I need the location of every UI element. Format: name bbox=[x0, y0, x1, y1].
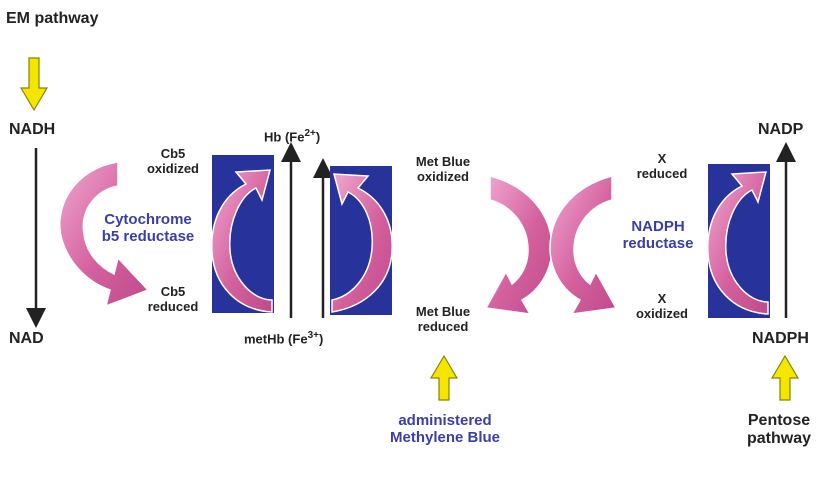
nad-label: NAD bbox=[9, 330, 44, 347]
pentose-line1: Pentose bbox=[747, 412, 811, 429]
cb5-reduced-label: Cb5 reduced bbox=[138, 284, 208, 315]
x-oxidized-label: X oxidized bbox=[622, 291, 702, 322]
x-reduced-line2: reduced bbox=[636, 165, 688, 181]
em-pathway-label: EM pathway bbox=[6, 10, 99, 27]
x-reduced-line1: X bbox=[657, 151, 667, 166]
cb5-oxidized-label: Cb5 oxidized bbox=[138, 146, 208, 177]
x-reduced-to-oxidized-arrow bbox=[549, 175, 618, 315]
cb5-box-arrow bbox=[211, 169, 273, 313]
cytochrome-line1: Cytochrome bbox=[104, 211, 192, 228]
methylene-blue-arrow bbox=[429, 354, 459, 401]
met-blue-red-line2: reduced bbox=[417, 318, 469, 334]
hb-fe2-label: Hb (Fe2+) bbox=[264, 128, 320, 145]
met-blue-ox-line1: Met Blue bbox=[415, 154, 471, 169]
cb5-oxidized-line2: oxidized bbox=[146, 160, 199, 176]
nadph-reductase-line1: NADPH bbox=[631, 218, 685, 235]
hb-end: ) bbox=[315, 129, 321, 145]
met-blue-ox-line2: oxidized bbox=[416, 168, 469, 184]
x-reduced-label: X reduced bbox=[622, 151, 702, 182]
nadh-label: NADH bbox=[9, 121, 56, 138]
pentose-pathway-label: Pentose pathway bbox=[738, 412, 820, 449]
pentose-pathway-arrow bbox=[770, 354, 800, 401]
nadp-label: NADP bbox=[758, 121, 804, 138]
met-blue-to-reduced-arrow bbox=[484, 175, 553, 315]
methb-fe3-label: metHb (Fe3+) bbox=[244, 330, 323, 347]
cb5-oxidized-line1: Cb5 bbox=[160, 146, 186, 161]
met-blue-oxidized-label: Met Blue oxidized bbox=[398, 154, 488, 185]
x-oxidized-line2: oxidized bbox=[635, 305, 688, 321]
nadph-label: NADPH bbox=[752, 330, 809, 347]
met-blue-red-line1: Met Blue bbox=[415, 304, 471, 319]
nadph-box-arrow bbox=[707, 171, 769, 315]
cytochrome-b5-reductase-label: Cytochrome b5 reductase bbox=[88, 211, 208, 246]
met-blue-reduced-label: Met Blue reduced bbox=[398, 304, 488, 335]
em-pathway-arrow bbox=[19, 57, 49, 112]
pentose-line2: pathway bbox=[746, 430, 811, 448]
left-curved-arrow bbox=[59, 161, 150, 308]
x-oxidized-line1: X bbox=[657, 291, 667, 306]
hb-base: Hb (Fe bbox=[264, 129, 305, 145]
hb-sup: 2+ bbox=[304, 128, 316, 139]
methb-base: metHb (Fe bbox=[244, 331, 308, 347]
cytochrome-line2: b5 reductase bbox=[101, 228, 195, 246]
methb-sup: 3+ bbox=[307, 330, 319, 341]
administered-line2: Methylene Blue bbox=[389, 429, 501, 447]
methb-end: ) bbox=[318, 331, 324, 347]
met-blue-box-arrow bbox=[331, 173, 393, 313]
administered-line1: administered bbox=[398, 412, 492, 429]
cb5-reduced-line2: reduced bbox=[147, 298, 199, 314]
administered-methylene-blue-label: administered Methylene Blue bbox=[370, 412, 520, 447]
nadph-reductase-line2: reductase bbox=[622, 235, 694, 253]
cb5-reduced-line1: Cb5 bbox=[160, 284, 186, 299]
nadph-reductase-label: NADPH reductase bbox=[612, 218, 704, 253]
